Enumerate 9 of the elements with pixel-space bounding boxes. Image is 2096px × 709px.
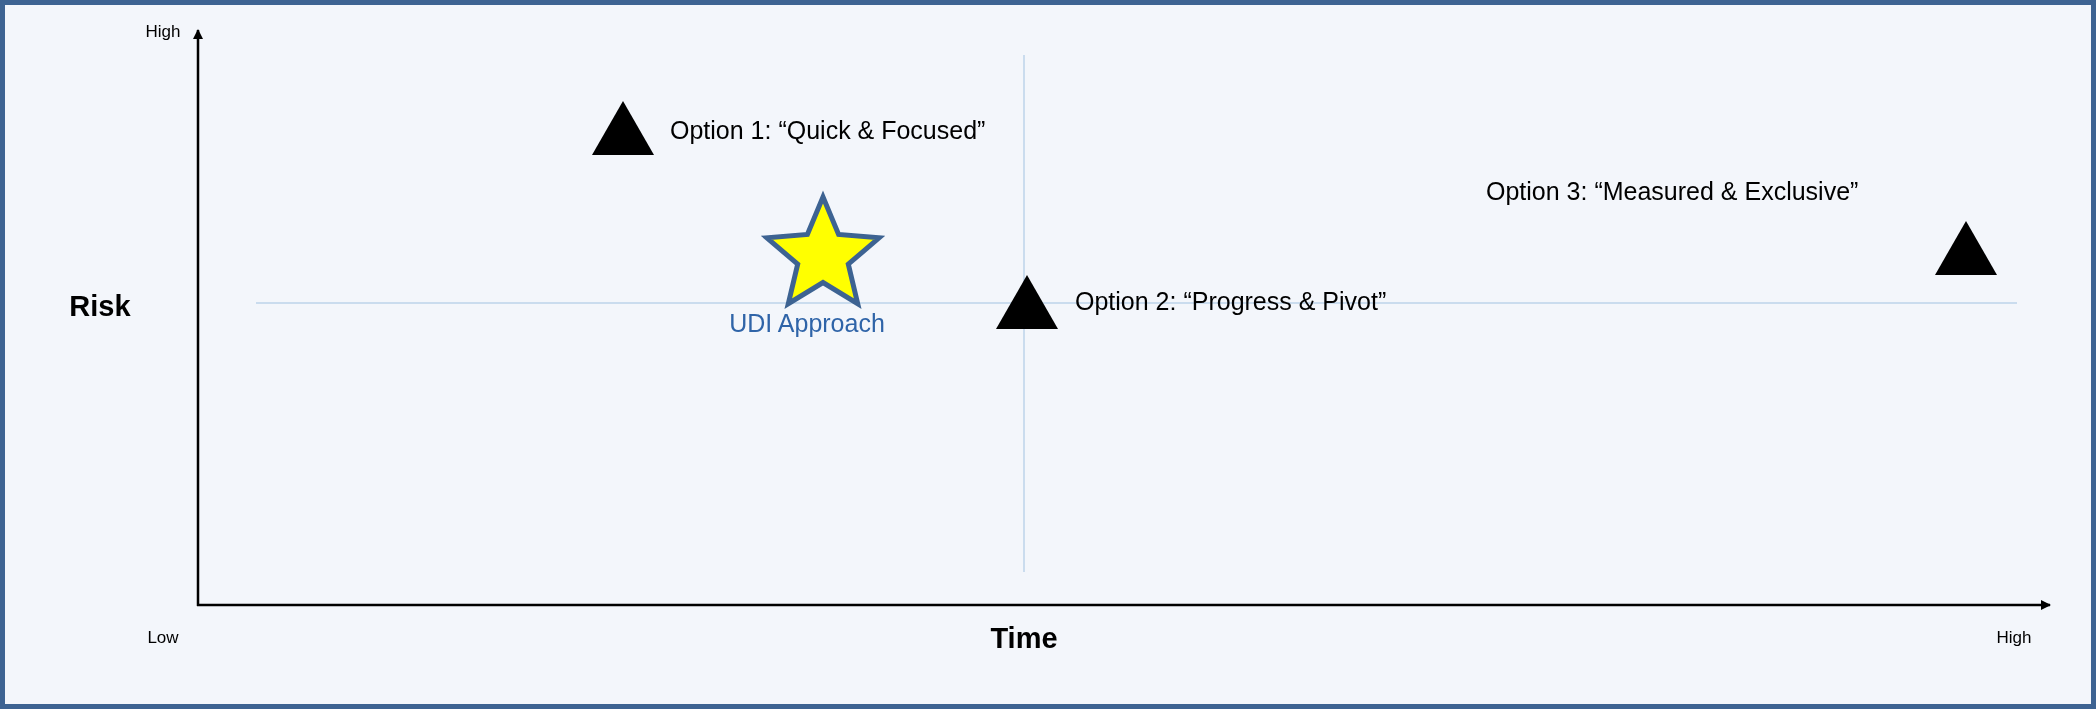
axis-title: Time <box>990 621 1058 655</box>
axis-end-label: High <box>145 22 181 42</box>
point-label: Option 2: “Progress & Pivot” <box>1075 288 1387 314</box>
point-label: Option 3: “Measured & Exclusive” <box>1486 178 1859 204</box>
point-label: Option 1: “Quick & Focused” <box>670 117 986 143</box>
axis-end-label: Low <box>147 628 179 648</box>
point-label: UDI Approach <box>729 310 885 336</box>
axis-end-label: High <box>1996 628 2032 648</box>
axis-title: Risk <box>69 289 131 323</box>
